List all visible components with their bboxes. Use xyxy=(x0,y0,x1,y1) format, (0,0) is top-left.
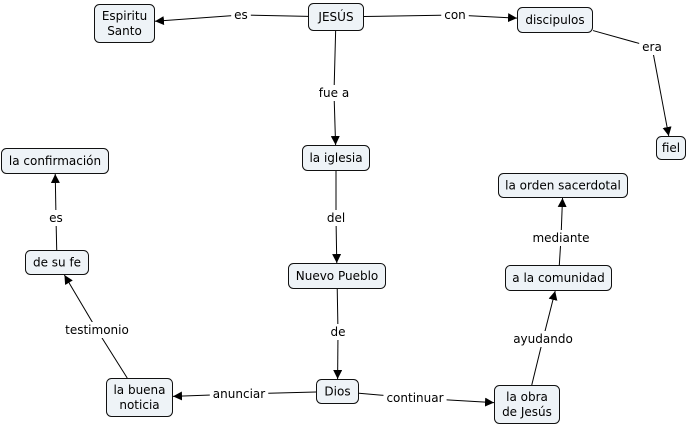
concept-label: fiel xyxy=(662,141,680,155)
concept-label: la confirmación xyxy=(9,154,101,168)
linking-phrase-continuar: continuar xyxy=(383,390,447,406)
linking-phrase-text: es xyxy=(49,211,63,225)
concept-label: Espiritu xyxy=(102,9,147,23)
concept-de-su-fe[interactable]: de su fe xyxy=(25,250,89,275)
concept-fiel[interactable]: fiel xyxy=(656,136,686,160)
concept-label: la iglesia xyxy=(309,151,362,165)
linking-phrase-text: con xyxy=(444,8,466,22)
concept-label: la orden sacerdotal xyxy=(505,179,621,193)
linking-phrase-text: anunciar xyxy=(213,387,265,401)
concept-box xyxy=(25,250,89,275)
concept-comunidad[interactable]: a la comunidad xyxy=(505,265,612,291)
linking-phrase-text: ayudando xyxy=(513,332,573,346)
linking-phrase-background xyxy=(529,230,593,246)
linking-phrase-background xyxy=(323,210,349,226)
linking-phrase-text: de xyxy=(331,325,346,339)
arrow-fue-a-to-iglesia xyxy=(330,92,340,146)
linking-phrase-text: era xyxy=(642,40,662,54)
connector-jesus-to-es-1 xyxy=(240,14,309,17)
concept-label: a la comunidad xyxy=(512,271,604,285)
concept-label: noticia xyxy=(119,398,159,412)
linking-phrase-background xyxy=(327,324,349,340)
connector-jesus-to-con xyxy=(363,14,456,18)
concept-label: Dios xyxy=(324,385,350,399)
concept-box xyxy=(288,263,386,289)
concept-box xyxy=(498,173,628,198)
linking-phrase-mediante: mediante xyxy=(529,230,593,246)
linking-phrase-anunciar: anunciar xyxy=(209,386,269,402)
concept-box xyxy=(302,145,370,171)
connection-lines xyxy=(50,13,672,407)
concept-label: Santo xyxy=(107,24,142,38)
concept-box xyxy=(308,3,364,31)
linking-phrase-testimonio: testimonio xyxy=(62,322,132,338)
linking-phrase-era: era xyxy=(639,39,665,55)
linking-phrase-background xyxy=(315,85,353,101)
concept-box xyxy=(106,378,173,417)
linking-phrase-background xyxy=(383,390,447,406)
linking-phrase-background xyxy=(231,7,251,23)
linking-phrase-background xyxy=(46,210,66,226)
linking-phrase-text: es xyxy=(234,8,248,22)
concept-iglesia[interactable]: la iglesia xyxy=(302,145,370,171)
concept-box xyxy=(656,136,686,160)
concept-label: discipulos xyxy=(525,13,584,27)
linking-phrase-del: del xyxy=(323,210,349,226)
linking-phrase-fue-a: fue a xyxy=(315,85,353,101)
linking-phrase-de: de xyxy=(327,324,349,340)
linking-phrase-background xyxy=(209,386,269,402)
concept-box xyxy=(94,4,155,43)
concept-jesus[interactable]: JESÚS xyxy=(308,3,364,31)
linking-phrase-background xyxy=(62,322,132,338)
linking-phrase-es-2: es xyxy=(46,210,66,226)
linking-phrase-text: mediante xyxy=(532,231,589,245)
connector-jesus-to-fue-a xyxy=(333,30,337,94)
concept-nuevo-pueblo[interactable]: Nuevo Pueblo xyxy=(288,263,386,289)
linking-phrases: es con era fue a del de anunciar continuar testi… xyxy=(46,7,665,406)
linking-phrase-text: testimonio xyxy=(65,323,129,337)
linking-phrase-con: con xyxy=(441,7,469,23)
linking-phrase-es-1: es xyxy=(231,7,251,23)
arrow-es-1-to-espiritu xyxy=(154,14,242,26)
concept-box xyxy=(316,379,359,404)
concept-label: Nuevo Pueblo xyxy=(296,269,379,283)
arrow-era-to-fiel xyxy=(651,46,672,137)
concept-label: la buena xyxy=(113,383,165,397)
concept-discipulos[interactable]: discipulos xyxy=(517,7,593,33)
linking-phrase-ayudando: ayudando xyxy=(510,331,576,347)
arrow-testimonio-to-de-su-fe xyxy=(63,274,98,331)
concept-label: JESÚS xyxy=(317,9,353,24)
concept-dios[interactable]: Dios xyxy=(316,379,359,404)
concept-box xyxy=(505,265,612,291)
concept-orden[interactable]: la orden sacerdotal xyxy=(498,173,628,198)
linking-phrase-background xyxy=(510,331,576,347)
concept-box xyxy=(517,7,593,33)
concept-box xyxy=(1,148,109,174)
concept-label: de Jesús xyxy=(502,405,552,419)
linking-phrase-text: fue a xyxy=(319,86,349,100)
linking-phrase-background xyxy=(639,39,665,55)
concept-box xyxy=(494,385,560,424)
linking-phrase-background xyxy=(441,7,469,23)
linking-phrase-text: del xyxy=(327,211,345,225)
concept-label: la obra xyxy=(506,390,548,404)
concept-confirmacion[interactable]: la confirmación xyxy=(1,148,109,174)
linking-phrase-text: continuar xyxy=(386,391,443,405)
concept-label: de su fe xyxy=(33,256,81,270)
